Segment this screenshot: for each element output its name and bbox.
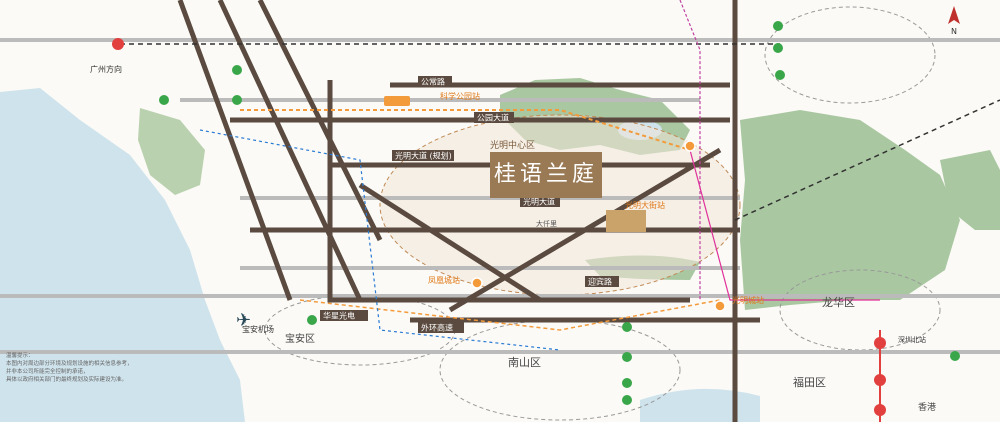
green-hills-east — [740, 110, 960, 310]
station-label-kexuepark: 科学公园站 — [440, 91, 480, 101]
disclaimer-line: 具体以政府相关部门的最终规划及实际建设为准。 — [6, 377, 128, 383]
district-baoan: 宝安区 — [285, 332, 315, 345]
green-area-ne — [940, 150, 1000, 230]
disclaimer-title: 温馨提示： — [6, 353, 34, 359]
airplane-icon: ✈ — [236, 310, 251, 331]
road-label-gongyuan: 公园大道 — [477, 113, 509, 123]
road-tag-huaxia — [320, 310, 368, 321]
road-tag-gongchang — [418, 76, 452, 87]
metro-tag-6 — [384, 96, 410, 106]
road-tag-gongyuan — [474, 112, 514, 123]
road-label-huaxia: 华星光电 — [323, 311, 355, 321]
road-label-gongchang: 公常路 — [421, 77, 445, 87]
orange-line-south — [299, 299, 721, 331]
label-mall: 大仟里 — [536, 219, 557, 228]
direction-guangzhou: 广州方向 — [90, 64, 122, 74]
road-tag-guangming-plan — [392, 150, 454, 161]
pink-metro-line — [679, 0, 701, 300]
poi-block-mall — [606, 210, 646, 232]
north-arrow-icon — [948, 6, 960, 24]
green-area-west — [138, 108, 205, 195]
nanshan-zone — [439, 319, 681, 421]
disclaimer-line: 并非本公司所能完全控制的承诺， — [6, 369, 89, 375]
disclaimer-line: 本图内对周边部分环境及规划设施的相关信息参考， — [6, 361, 133, 367]
district-longhua: 龙华区 — [822, 295, 855, 309]
pink-rail — [689, 149, 880, 301]
guangming-science-zone — [764, 6, 936, 104]
green-metro-icons — [159, 21, 960, 405]
district-hongkong: 香港 — [918, 401, 936, 413]
project-highlight[interactable]: 桂语兰庭 — [490, 152, 602, 198]
road-label-guangming: 光明大道 — [523, 197, 555, 207]
road-label-yingbin: 迎宾路 — [588, 277, 612, 287]
district-futian: 福田区 — [793, 375, 826, 389]
road-tag-yingbin — [585, 276, 619, 287]
road-tag-waihuan — [418, 322, 464, 333]
orange-line-6 — [240, 109, 691, 151]
station-label-guangming-ave: 光明大街站 — [625, 200, 665, 210]
sea-area — [0, 88, 245, 422]
river-area — [640, 388, 760, 422]
label-airport: 宝安机场 — [242, 324, 274, 334]
district-guangming: 光明中心区 — [490, 139, 535, 151]
metro-planned — [120, 43, 1000, 221]
road-tag-guangming — [520, 196, 560, 207]
road-label-guangming-plan: 光明大道 (规划) — [395, 151, 452, 161]
disclaimer: 温馨提示： 本图内对周边部分环境及规划设施的相关信息参考， 并非本公司所能完全控… — [6, 352, 246, 384]
station-icons — [112, 38, 886, 416]
longhua-zone — [779, 269, 941, 351]
station-label-guangming-city: 光明城站 — [732, 295, 764, 305]
north-label: N — [951, 27, 957, 36]
blue-metro-line — [199, 129, 561, 351]
road-label-waihuan: 外环高速 — [421, 323, 453, 333]
label-shenzhen-north: 深圳北站 — [898, 335, 926, 344]
project-name: 桂语兰庭 — [493, 162, 598, 187]
station-label-fengtang: 凤凰城站 — [428, 275, 460, 285]
district-nanshan: 南山区 — [508, 356, 541, 369]
